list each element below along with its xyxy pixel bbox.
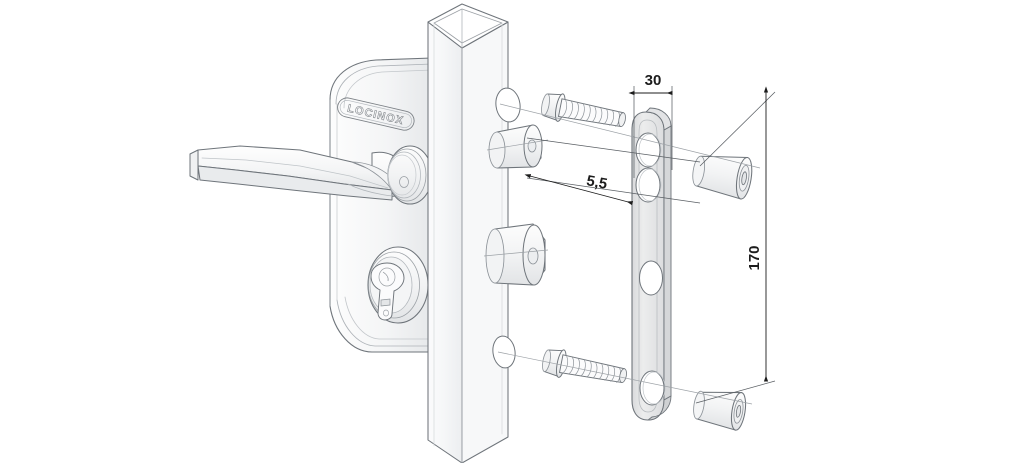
keep-plate bbox=[631, 107, 672, 421]
rosette-grub-screw-hole bbox=[399, 176, 409, 188]
keep-plate-hole-bottom bbox=[639, 370, 665, 406]
centreline-lower-spacer bbox=[483, 249, 549, 257]
cap-nut-lower-rear-face bbox=[693, 390, 705, 420]
cap-nut-upper-socket bbox=[741, 171, 747, 186]
cap-nut-upper bbox=[692, 155, 753, 200]
logo-badge-outline bbox=[337, 97, 415, 131]
post-left-face bbox=[427, 21, 463, 463]
centreline-upper-fixing bbox=[499, 103, 761, 169]
keep-plate-top-cap bbox=[644, 107, 672, 131]
rosette-ring-3 bbox=[387, 154, 417, 196]
cap-nuts bbox=[692, 155, 753, 431]
lock-body-shoulder-arc-1 bbox=[335, 63, 433, 105]
euro-cylinder-keyhole bbox=[367, 246, 429, 324]
spacer-bush-lower bbox=[485, 223, 546, 286]
post-drill-holes bbox=[492, 87, 521, 369]
threaded-screw-lower bbox=[542, 349, 627, 384]
lever-arm-front bbox=[197, 165, 393, 201]
spacer-bush-upper-bore bbox=[527, 139, 537, 153]
dimension-5-5: 5,5 bbox=[524, 137, 701, 206]
keep-plate-hole-centre bbox=[639, 260, 663, 296]
screw-upper-tip bbox=[618, 112, 626, 127]
dimension-5-5-label: 5,5 bbox=[585, 172, 609, 193]
centreline-upper-spacer bbox=[486, 139, 549, 151]
threaded-screws bbox=[541, 93, 627, 384]
handle-rosette bbox=[387, 145, 433, 205]
assembly-centrelines bbox=[483, 103, 761, 405]
threaded-screw-upper bbox=[541, 93, 626, 128]
dimension-170: 170 bbox=[695, 86, 776, 404]
keep-plate-inner-contour bbox=[638, 119, 658, 413]
keep-plate-hole-upper-middle bbox=[635, 167, 661, 203]
screw-upper-head-face bbox=[541, 93, 550, 116]
dimension-30-extension-lines bbox=[633, 86, 673, 178]
post-hole-lower bbox=[492, 335, 516, 369]
cap-nut-lower bbox=[693, 390, 747, 431]
dimension-30: 30 bbox=[628, 72, 673, 178]
cap-nut-upper-rear-face bbox=[692, 155, 706, 187]
lever-crease-highlight bbox=[201, 157, 389, 189]
centreline-lower-fixing bbox=[497, 351, 753, 405]
cylinder-ward-slot bbox=[380, 298, 391, 307]
lock-body-taper-arc-2 bbox=[344, 296, 433, 340]
dimension-170-label: 170 bbox=[746, 245, 763, 270]
spacer-bushings bbox=[485, 124, 546, 286]
screw-lower-tip bbox=[619, 368, 627, 383]
spacer-bush-lower-bore bbox=[527, 247, 539, 265]
keep-plate-thickness-right bbox=[663, 125, 672, 401]
keep-plate-hole-top-chamfer bbox=[638, 133, 662, 167]
keep-plate-hole-bottom-chamfer bbox=[642, 371, 666, 405]
screw-lower-head-face bbox=[542, 349, 551, 372]
spacer-bush-upper-left-end bbox=[488, 131, 506, 169]
spacer-bush-upper bbox=[488, 124, 543, 169]
keep-plate-hole-top bbox=[635, 132, 661, 168]
lever-tip-cap bbox=[189, 149, 199, 181]
dimension-170-extension-lines bbox=[695, 91, 776, 404]
lock-body-taper-arc-1 bbox=[336, 299, 433, 347]
spacer-bush-lower-left-end bbox=[485, 228, 505, 284]
rosette-ring-2 bbox=[387, 151, 421, 199]
dimension-30-label: 30 bbox=[645, 72, 662, 89]
cap-nut-lower-socket bbox=[735, 405, 742, 418]
cylinder-ward-line-1 bbox=[382, 271, 389, 282]
dimension-5-5-leader bbox=[524, 174, 634, 206]
cylinder-cam-dot bbox=[383, 309, 389, 317]
lock-body-shoulder-arc-2 bbox=[343, 69, 433, 109]
logo-badge-inner-outline bbox=[339, 100, 412, 129]
keep-plate-hole-upper-middle-chamfer bbox=[638, 168, 662, 202]
cylinder-escutcheon-ring-1 bbox=[368, 251, 420, 319]
lever-transition-line bbox=[347, 183, 393, 197]
cylinder-key-plug bbox=[378, 267, 396, 287]
keep-plate-bottom-cap bbox=[646, 395, 672, 421]
post-hole-upper bbox=[495, 87, 521, 123]
